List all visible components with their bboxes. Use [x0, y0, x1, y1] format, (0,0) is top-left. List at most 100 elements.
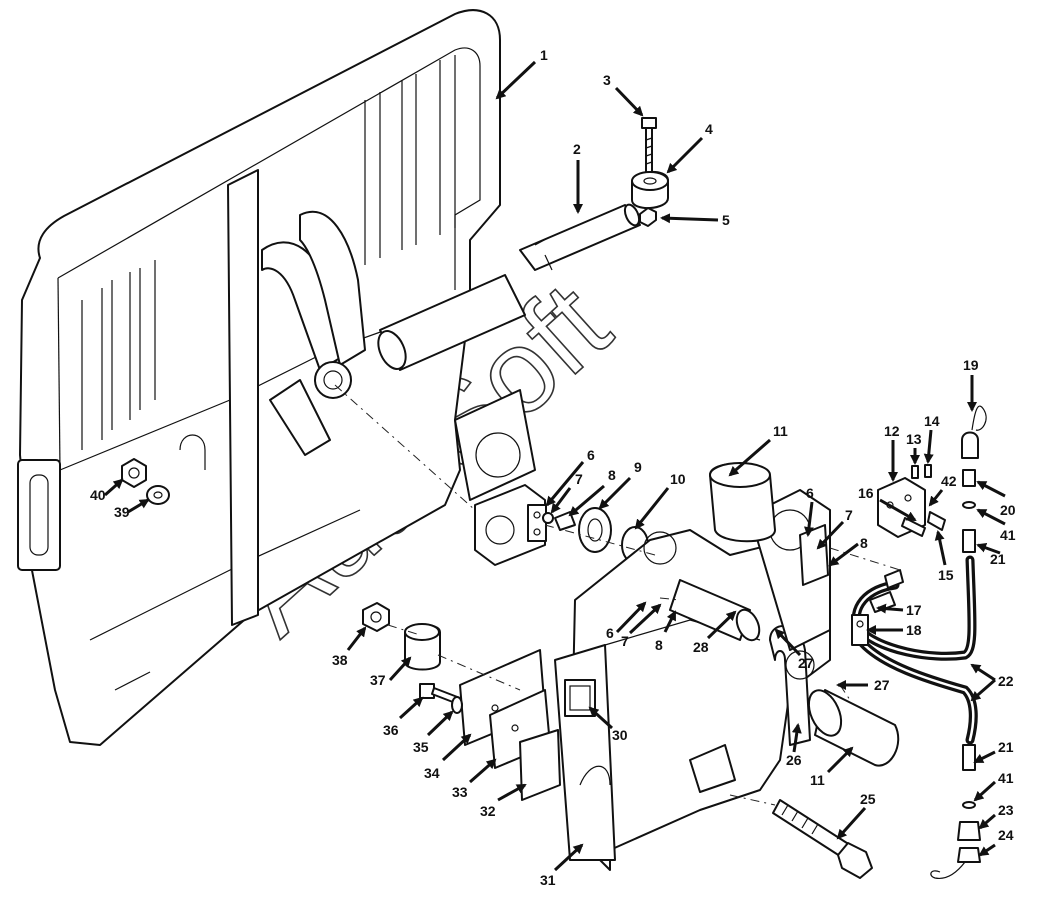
arrow-7c — [628, 603, 662, 635]
arrow-11b — [826, 746, 854, 774]
callout-7: 7 — [575, 471, 583, 487]
callout-28: 28 — [693, 639, 709, 655]
callout-41: 41 — [1000, 527, 1016, 543]
callout-8: 8 — [860, 535, 868, 551]
linkage-arms — [261, 210, 366, 456]
arrow-33 — [469, 758, 497, 784]
arrow-5 — [660, 213, 719, 224]
callout-34: 34 — [424, 765, 440, 781]
callout-39: 39 — [114, 504, 130, 520]
callout-10: 10 — [670, 471, 686, 487]
callout-6: 6 — [587, 447, 595, 463]
arrow-20 — [976, 480, 1006, 498]
arrow-8b — [828, 542, 859, 567]
arrow-23 — [978, 813, 996, 830]
arrow-4 — [666, 136, 704, 174]
bolt-collar-nut — [631, 117, 669, 227]
callout-21: 21 — [998, 739, 1014, 755]
arrow-3 — [614, 86, 644, 117]
valve-block — [877, 464, 946, 538]
callout-8: 8 — [655, 637, 663, 653]
arrow-7b — [816, 520, 845, 550]
callout-5: 5 — [722, 212, 730, 228]
arrow-15 — [934, 530, 947, 566]
arrow-26 — [791, 723, 802, 753]
callout-18: 18 — [906, 622, 922, 638]
callout-12: 12 — [884, 423, 900, 439]
arrow-32 — [497, 783, 527, 802]
callout-37: 37 — [370, 672, 386, 688]
callout-11: 11 — [810, 772, 825, 788]
callout-27: 27 — [798, 655, 814, 671]
arrow-11a — [728, 438, 771, 477]
arrow-8c — [663, 610, 677, 633]
callout-22: 22 — [998, 673, 1014, 689]
callout-11: 11 — [773, 423, 788, 439]
arrow-14 — [923, 429, 934, 464]
callout-25: 25 — [860, 791, 876, 807]
arrow-21b — [973, 750, 996, 764]
roller-upper — [709, 462, 776, 543]
arrow-34 — [441, 733, 472, 762]
arrow-6c — [615, 601, 647, 634]
callout-2: 2 — [573, 141, 581, 157]
arrow-28 — [706, 610, 737, 640]
arrow-25 — [836, 806, 867, 840]
arrow-17 — [876, 603, 904, 614]
arrow-22a — [970, 663, 996, 682]
callout-20: 20 — [1000, 502, 1016, 518]
callout-32: 32 — [480, 803, 496, 819]
callout-3: 3 — [603, 72, 611, 88]
arrow-21a — [976, 543, 1001, 555]
arrow-41a — [976, 508, 1006, 526]
callout-27: 27 — [874, 677, 890, 693]
arrow-7a — [550, 487, 572, 514]
arrow-16 — [879, 498, 917, 522]
spacer-nuts — [121, 458, 441, 671]
roller-lower — [807, 689, 900, 767]
callout-21: 21 — [990, 551, 1006, 567]
arrow-35 — [426, 710, 454, 737]
callout-33: 33 — [452, 784, 468, 800]
arrow-10 — [634, 487, 670, 530]
long-bolt — [772, 799, 873, 879]
arrow-40 — [104, 478, 124, 497]
callout-41: 41 — [998, 770, 1014, 786]
callout-9: 9 — [634, 459, 642, 475]
callout-16: 16 — [858, 485, 874, 501]
callout-7: 7 — [845, 507, 853, 523]
callout-23: 23 — [998, 802, 1014, 818]
callout-7: 7 — [621, 633, 629, 649]
arrow-6a — [545, 461, 585, 507]
arrow-41b — [973, 780, 997, 802]
callout-26: 26 — [786, 752, 802, 768]
callout-38: 38 — [332, 652, 348, 668]
callout-6: 6 — [806, 485, 814, 501]
arrow-22b — [970, 678, 996, 702]
callout-30: 30 — [612, 727, 628, 743]
cross-tube — [377, 274, 536, 501]
arrow-36 — [398, 696, 424, 720]
arrow-39 — [127, 498, 150, 514]
mounting-block-left — [474, 484, 649, 566]
arrow-24 — [978, 843, 996, 857]
arrow-42 — [928, 489, 944, 507]
callout-14: 14 — [924, 413, 940, 429]
pin — [519, 203, 641, 271]
callout-24: 24 — [998, 827, 1014, 843]
callout-17: 17 — [906, 602, 922, 618]
callout-36: 36 — [383, 722, 399, 738]
callout-19: 19 — [963, 357, 979, 373]
callout-42: 42 — [941, 473, 957, 489]
frame-plate — [17, 9, 501, 746]
arrow-38 — [346, 626, 367, 651]
hydraulic-hoses — [851, 405, 987, 880]
callout-15: 15 — [938, 567, 954, 583]
arrow-6b — [803, 501, 814, 537]
callout-35: 35 — [413, 739, 429, 755]
callout-arrows — [104, 60, 1006, 872]
wear-plates — [419, 649, 561, 801]
callout-31: 31 — [540, 872, 556, 888]
arrow-30 — [588, 706, 614, 730]
